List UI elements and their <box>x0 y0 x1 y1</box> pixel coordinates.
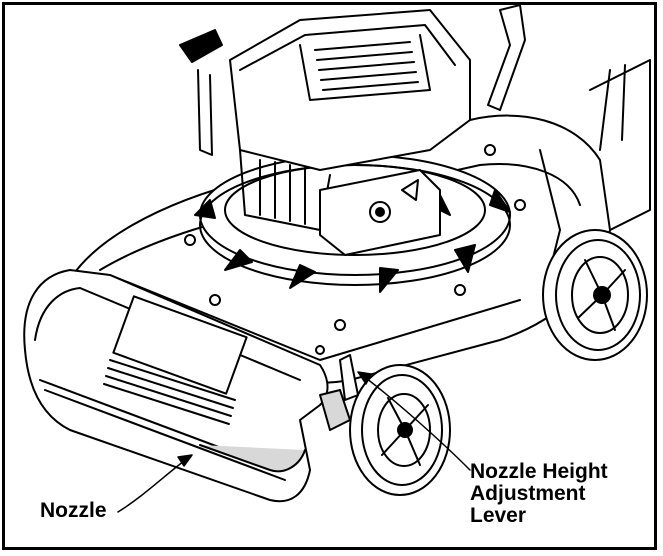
nozzle-pointer-line <box>117 457 189 513</box>
front-wheel <box>349 364 451 496</box>
lever-pointer-line <box>361 374 471 471</box>
lever-arrowhead <box>357 371 372 385</box>
height-adjustment-lever-label: Nozzle Height Adjustment Lever <box>470 461 608 527</box>
lever-label-line-2: Adjustment <box>470 482 586 505</box>
engine <box>179 9 471 256</box>
rear-wheel <box>542 229 648 361</box>
callout-arrows <box>117 371 471 513</box>
lever-label-line-3: Lever <box>470 504 527 527</box>
bolts <box>184 144 526 355</box>
nozzle-arrowhead <box>177 454 193 467</box>
nozzle-body <box>23 269 329 503</box>
lever-label-line-1: Nozzle Height <box>470 460 608 483</box>
nozzle-label: Nozzle <box>40 499 107 522</box>
height-adjustment-lever <box>319 354 359 431</box>
